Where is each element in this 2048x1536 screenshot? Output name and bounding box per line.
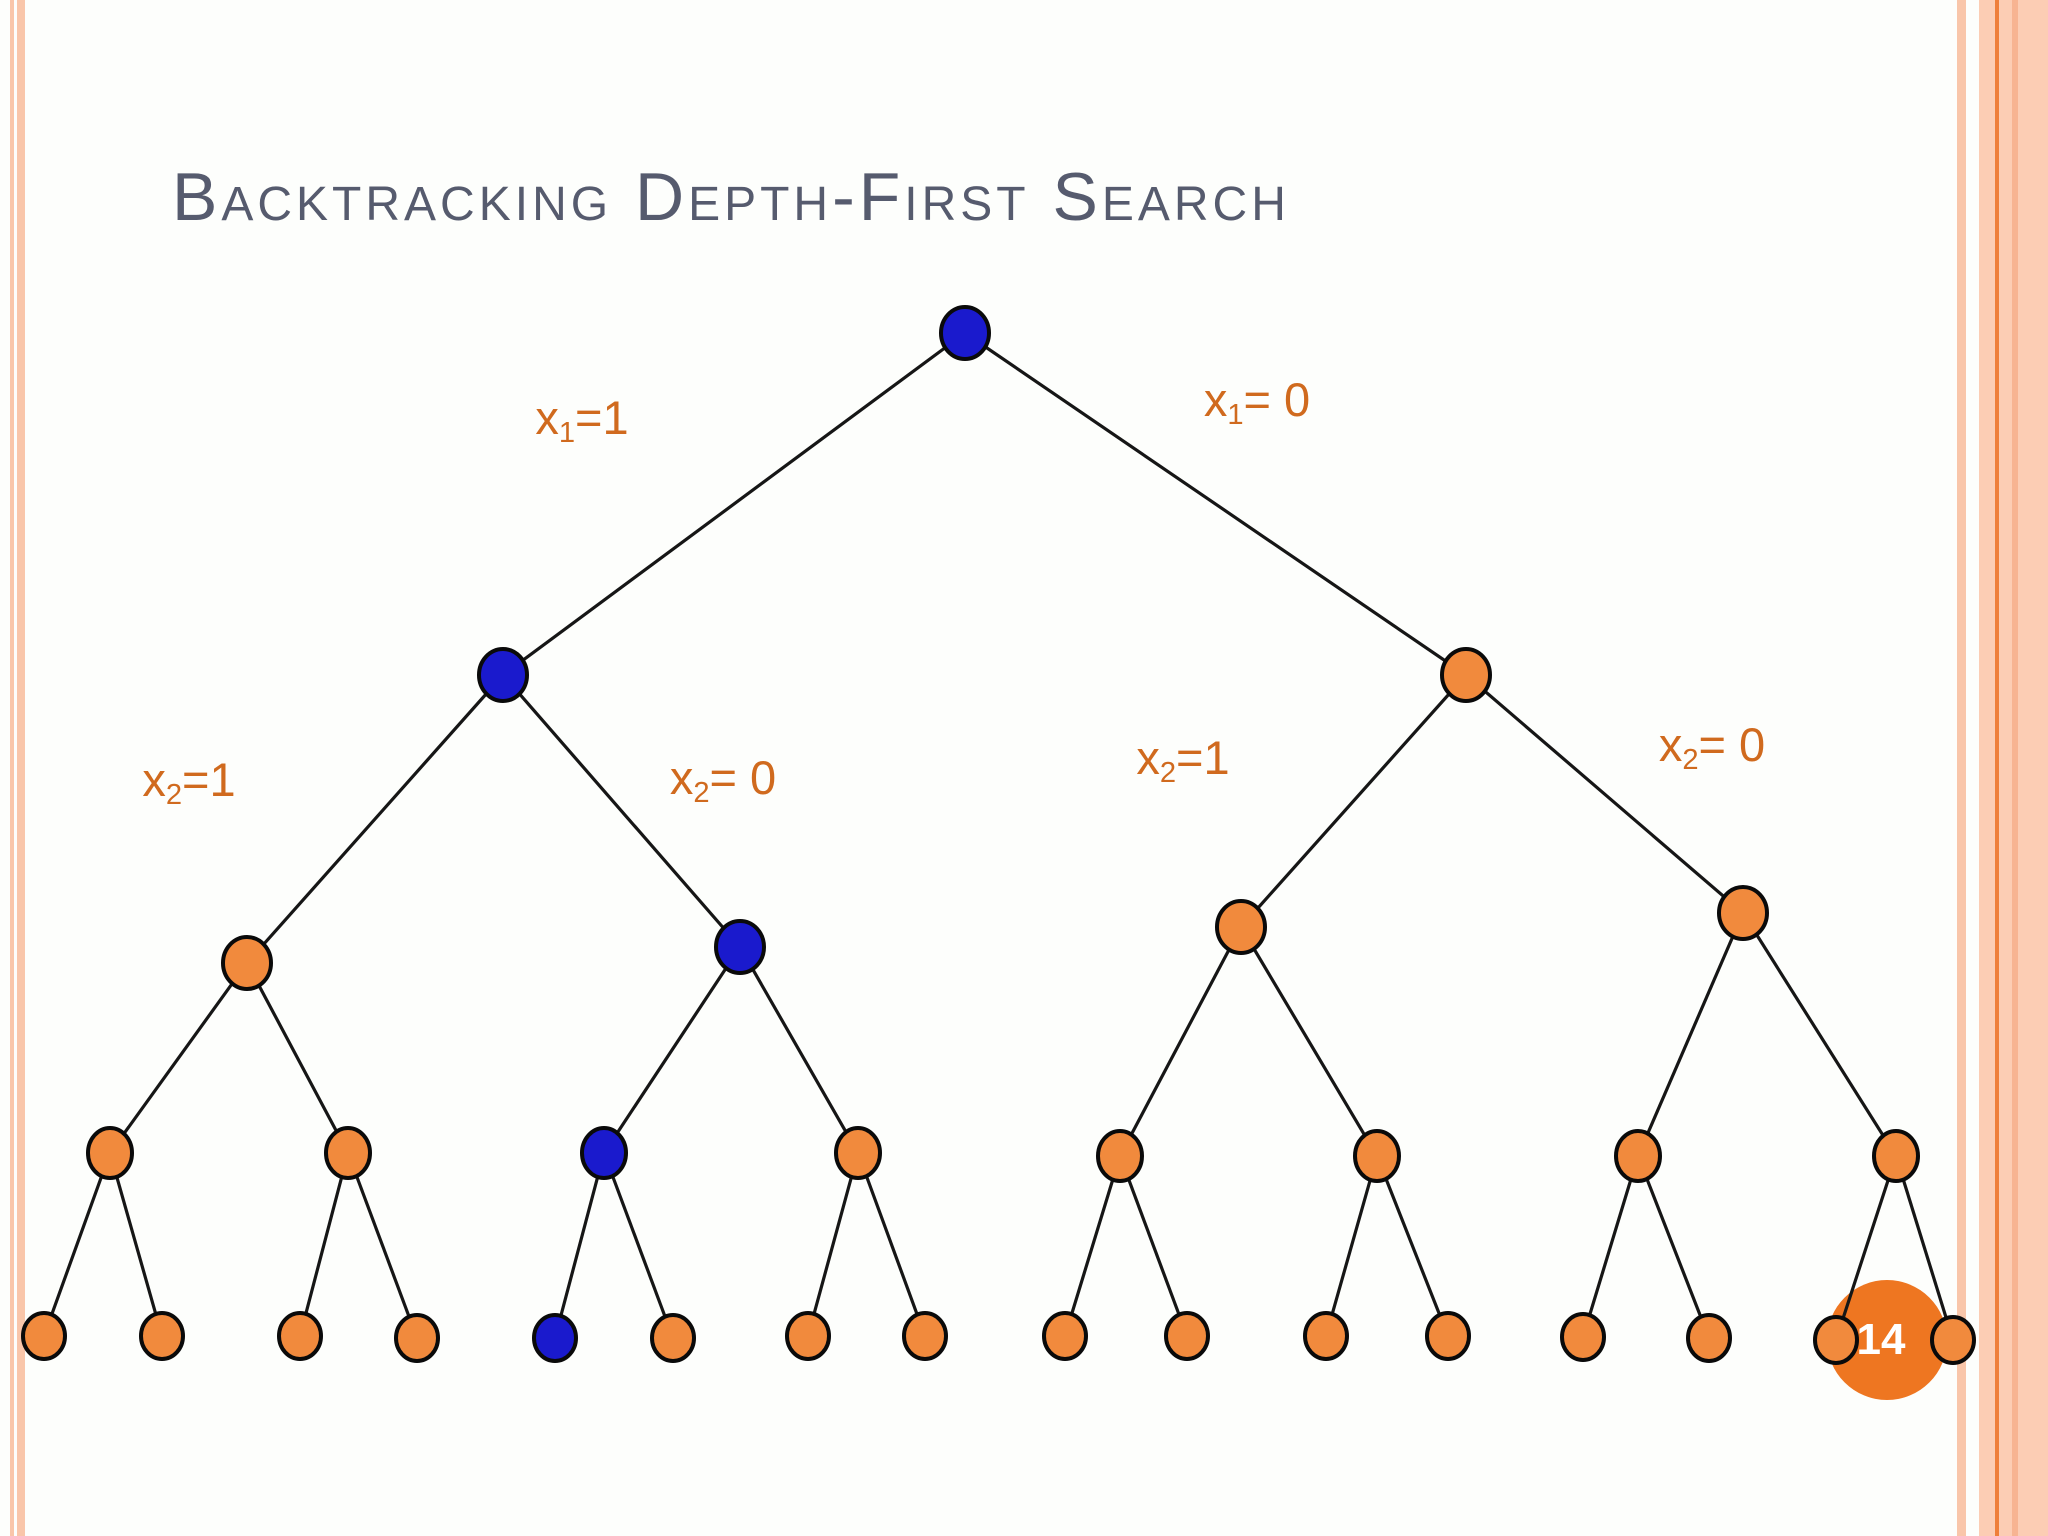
tree-node-orange (221, 935, 273, 991)
tree-node-orange (902, 1311, 948, 1361)
tree-node-orange (1813, 1315, 1859, 1365)
tree-node-orange (1614, 1129, 1662, 1183)
tree-node-orange (650, 1313, 696, 1363)
tree-node-blue (532, 1313, 578, 1363)
tree-node-blue (714, 919, 766, 975)
tree-edge (1118, 1155, 1189, 1337)
tree-edge (738, 946, 860, 1154)
tree-edge (502, 331, 966, 677)
tree-node-orange (139, 1311, 185, 1361)
tree-node-orange (1042, 1311, 1088, 1361)
tree-edge (1063, 1155, 1122, 1337)
tree-edge (108, 962, 249, 1154)
tree-node-orange (1215, 899, 1267, 955)
tree-edge (1375, 1155, 1450, 1337)
slide-title: Backtracking Depth-First Search (172, 159, 1290, 235)
tree-node-orange (277, 1311, 323, 1361)
tree-node-orange (1425, 1311, 1471, 1361)
tree-edge (245, 962, 350, 1154)
tree-edge (346, 1152, 419, 1339)
tree-edge (602, 946, 742, 1154)
tree-edge (553, 1152, 606, 1339)
tree-edge (1239, 673, 1468, 929)
tree-node-orange (1353, 1129, 1401, 1183)
tree-edge (1894, 1155, 1955, 1341)
tree-edge (1239, 926, 1379, 1157)
tree-node-orange (1164, 1311, 1210, 1361)
left-border-decoration (17, 0, 25, 1536)
right-border-orange-line (1995, 0, 1999, 1536)
tree-node-orange (21, 1311, 67, 1361)
tree-edge (108, 1152, 164, 1337)
tree-edge (1741, 912, 1898, 1157)
tree-edge (964, 331, 1467, 677)
left-border-decoration (10, 0, 14, 1536)
tree-node-orange (1303, 1311, 1349, 1361)
tree-node-orange (1930, 1315, 1976, 1365)
tree-node-orange (1686, 1313, 1732, 1363)
tree-edge (42, 1152, 112, 1337)
tree-edge (245, 673, 505, 965)
tree-edge (1464, 673, 1745, 915)
tree-edge (298, 1152, 350, 1337)
tree-node-orange (324, 1126, 372, 1180)
tree-node-orange (1096, 1129, 1144, 1183)
tree-edge (1581, 1155, 1640, 1338)
tree-node-blue (477, 647, 529, 703)
right-border-dark-line (2012, 0, 2018, 1536)
tree-edge (1636, 912, 1745, 1157)
tree-edge (501, 673, 742, 949)
tree-node-orange (1560, 1312, 1606, 1362)
tree-node-orange (834, 1126, 882, 1180)
tree-edge (1636, 1155, 1711, 1339)
tree-edge (1118, 926, 1243, 1157)
tree-node-blue (939, 305, 991, 361)
tree-node-orange (86, 1126, 134, 1180)
tree-node-orange (1440, 647, 1492, 703)
tree-node-blue (580, 1126, 628, 1180)
tree-edge (602, 1152, 675, 1339)
right-border-decoration (1979, 0, 2048, 1536)
tree-edge (806, 1152, 860, 1337)
page-number: 14 (1856, 1315, 1906, 1364)
tree-node-orange (785, 1311, 831, 1361)
tree-edge (856, 1152, 927, 1337)
tree-node-orange (394, 1313, 440, 1363)
right-border-decoration (1957, 0, 1966, 1536)
tree-node-orange (1717, 885, 1769, 941)
tree-edge (1834, 1155, 1898, 1341)
tree-node-orange (1872, 1129, 1920, 1183)
tree-edge (1324, 1155, 1379, 1337)
